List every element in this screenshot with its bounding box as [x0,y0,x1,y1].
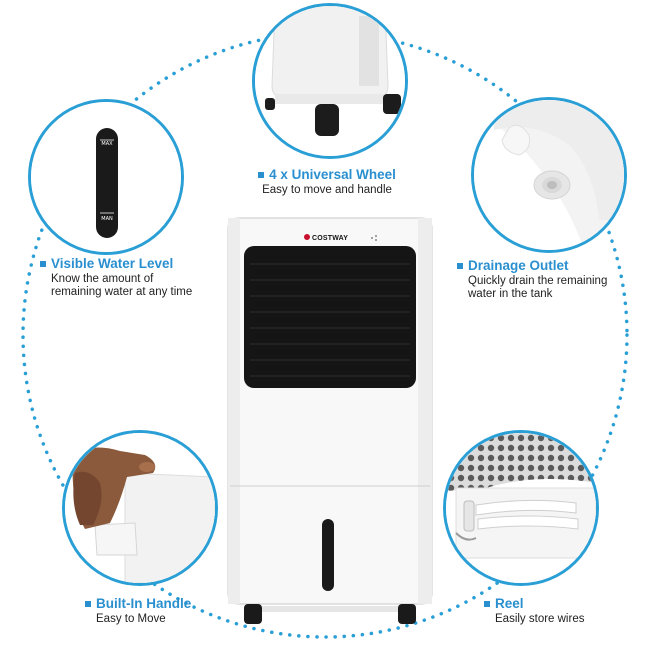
feature-water-level: Visible Water Level Know the amount of r… [40,256,240,299]
bullet-icon [457,263,463,269]
brand-name: COSTWAY [312,235,348,242]
feature-handle-desc: Easy to Move [96,613,166,625]
gauge-min-label: MAN [101,216,113,222]
feature-drainage-title: Drainage Outlet [468,258,569,273]
feature-wheel-title: 4 x Universal Wheel [269,167,396,182]
gauge-max-label: MAX [101,141,113,147]
feature-drainage-desc-1: Quickly drain the remaining [468,275,608,287]
water-level-window [322,519,334,591]
wheel-detail-image [252,3,408,159]
reel-image [443,430,599,586]
water-level-image: MAX MAN [28,99,184,255]
wheel-front-right [398,604,416,624]
feature-reel-desc: Easily store wires [495,613,585,625]
feature-reel-title: Reel [495,596,524,611]
feature-drainage: Drainage Outlet Quickly drain the remain… [457,258,642,301]
feature-wheel-desc: Easy to move and handle [262,184,392,196]
feature-wheel: 4 x Universal Wheel Easy to move and han… [232,167,422,197]
feature-water-level-desc-1: Know the amount of [51,273,154,285]
bullet-icon [85,601,91,607]
feature-handle-title: Built-In Handle [96,596,192,611]
feature-drainage-desc-2: water in the tank [468,288,553,300]
feature-water-level-desc-2: remaining water at any time [51,286,193,298]
feature-reel: Reel Easily store wires [484,596,604,626]
bullet-icon [40,261,46,267]
handle-image [62,430,218,586]
brand-logo-icon [304,234,310,240]
wheel-front-left [244,604,262,624]
bullet-icon [484,601,490,607]
feature-handle: Built-In Handle Easy to Move [85,596,225,626]
drainage-outlet-image [471,97,627,253]
air-cooler-image: COSTWAY [227,217,433,624]
feature-water-level-title: Visible Water Level [51,256,174,271]
bullet-icon [258,172,265,178]
